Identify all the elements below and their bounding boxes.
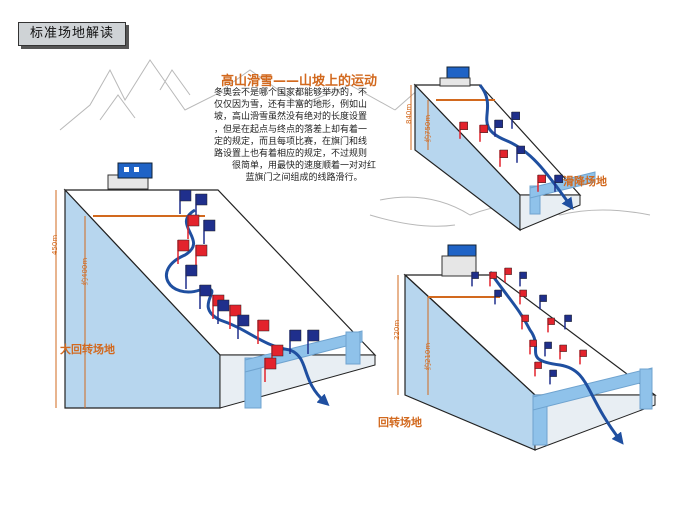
downhill-drop: 约750m [424, 114, 432, 142]
blue-gate-flag [179, 189, 192, 214]
giant-slalom-venue [55, 162, 377, 409]
intro-title: 高山滑雪——山坡上的运动 [221, 74, 378, 89]
intro-line: ，但是在起点与终点的落差上却有着一 [214, 124, 368, 135]
red-gate-flag [559, 344, 567, 360]
red-gate-flag [479, 124, 488, 142]
red-gate-flag [537, 174, 546, 192]
blue-gate-flag [539, 294, 547, 310]
red-gate-flag [177, 239, 190, 264]
downhill-height: 840m [405, 103, 413, 124]
red-gate-flag [459, 121, 468, 139]
slalom-label: 回转场地 [378, 416, 422, 429]
red-gate-flag [264, 357, 277, 382]
giant-slalom-height: 450m [51, 234, 59, 255]
blue-gate-flag [544, 341, 552, 357]
red-gate-flag [579, 349, 587, 365]
blue-gate-flag [494, 289, 502, 305]
red-gate-flag [529, 339, 537, 355]
red-gate-flag [229, 304, 242, 329]
red-gate-flag [547, 317, 555, 333]
blue-gate-flag [237, 314, 250, 339]
intro-line: 定的规定，而且每项比赛，在旗门和线 [214, 136, 368, 147]
downhill-venue [410, 66, 596, 232]
red-gate-flag [534, 361, 542, 377]
intro-text: 冬奥会不是哪个国家都能够举办的，不 仅仅因为雪，还有丰富的地形，例如山 坡，高山… [214, 87, 394, 185]
gate-flags [177, 111, 587, 385]
blue-gate-flag [289, 329, 302, 354]
blue-gate-flag [307, 329, 320, 354]
red-gate-flag [499, 149, 508, 167]
red-gate-flag [187, 214, 200, 239]
giant-slalom-drop: 约400m [81, 257, 89, 285]
intro-line: 冬奥会不是哪个国家都能够举办的，不 [214, 88, 368, 98]
red-gate-flag [504, 267, 512, 283]
slalom-height: 220m [393, 319, 401, 340]
blue-gate-flag [554, 174, 563, 192]
section-tag: 标准场地解读 [18, 22, 126, 46]
blue-gate-flag [549, 369, 557, 385]
slalom-venue [397, 244, 657, 451]
blue-gate-flag [564, 314, 572, 330]
red-gate-flag [489, 271, 497, 287]
blue-gate-flag [217, 299, 230, 324]
blue-gate-flag [516, 145, 525, 163]
giant-slalom-label: 大回转场地 [60, 343, 115, 356]
blue-gate-flag [195, 193, 208, 218]
intro-line: 坡，高山滑雪虽然没有绝对的长度设置 [214, 112, 368, 123]
slalom-drop: 约210m [424, 342, 432, 370]
blue-gate-flag [199, 284, 212, 309]
blue-gate-flag [494, 119, 503, 137]
intro-line: 路设置上也有着相应的规定，不过规则 [214, 149, 368, 160]
intro-line: 很简单，用最快的速度顺着一对对红 [231, 161, 376, 172]
blue-gate-flag [203, 219, 216, 244]
intro-line: 仅仅因为雪，还有丰富的地形，例如山 [214, 100, 368, 111]
red-gate-flag [519, 289, 527, 305]
intro-line: 蓝旗门之间组成的线路滑行。 [245, 173, 363, 184]
blue-gate-flag [511, 111, 520, 129]
red-gate-flag [521, 314, 529, 330]
blue-gate-flag [519, 271, 527, 287]
blue-gate-flag [471, 271, 479, 287]
blue-gate-flag [185, 264, 198, 289]
red-gate-flag [257, 319, 270, 344]
downhill-label: 滑降场地 [563, 175, 607, 188]
